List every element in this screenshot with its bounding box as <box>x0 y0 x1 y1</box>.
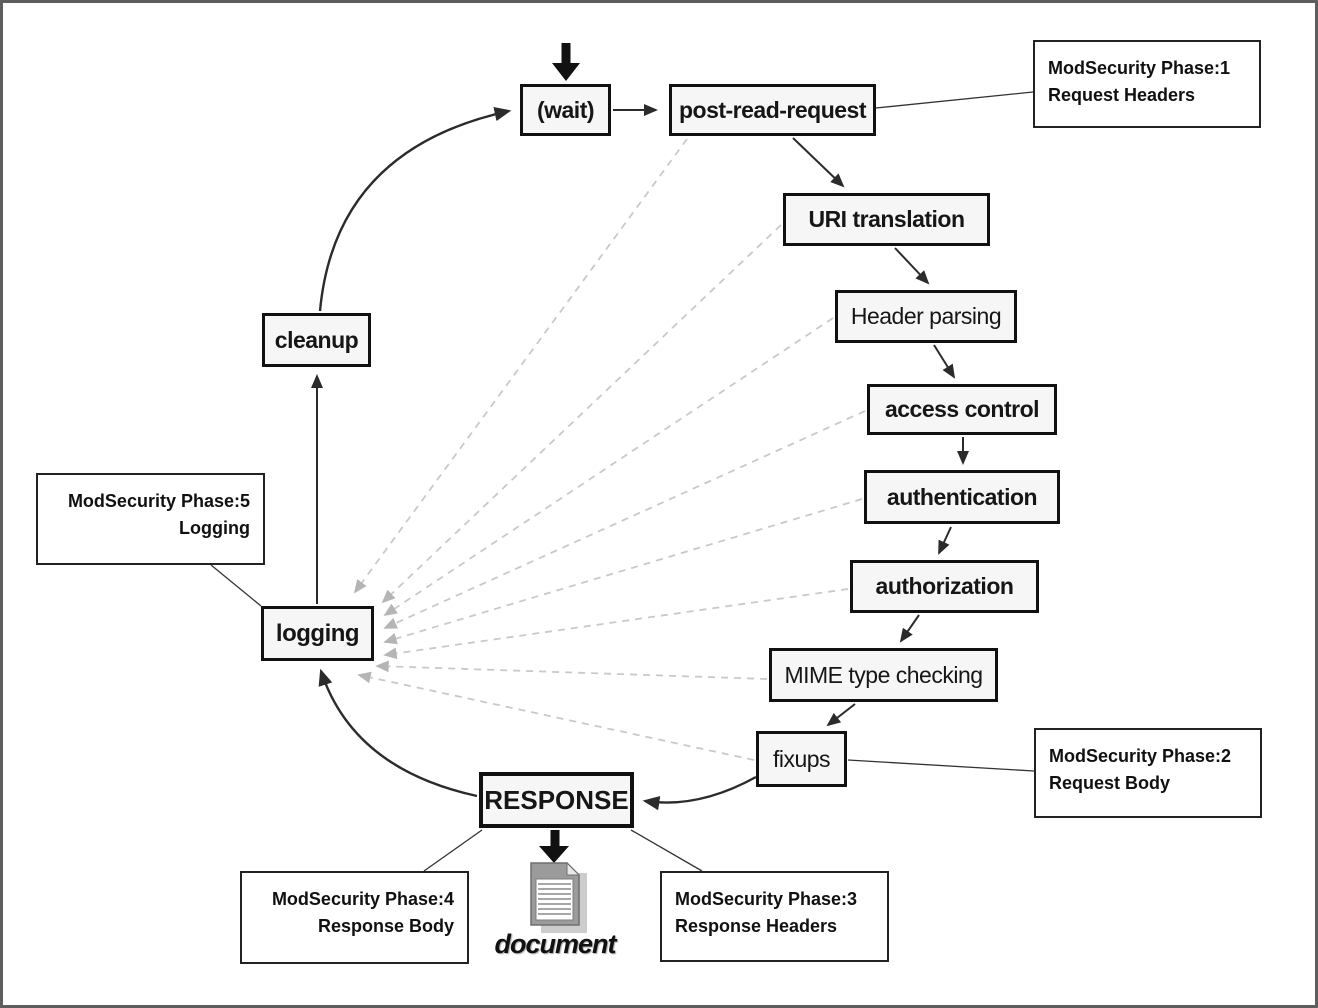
arc-response-to-logging <box>318 668 478 798</box>
dashed-uri-translation-to-logging <box>381 224 782 604</box>
document-icon-text-lines <box>538 883 571 915</box>
callout-modsecurity-phase-3: ModSecurity Phase:3 Response Headers <box>660 871 889 962</box>
node-post-read-request: post-read-request <box>669 84 876 136</box>
dashed-authentication-to-logging <box>383 498 863 645</box>
arrow-mime-type-checking-to-fixups <box>826 703 856 727</box>
node-header-parsing: Header parsing <box>835 290 1017 343</box>
arrow-authorization-to-mime-type-checking <box>899 614 920 643</box>
dashed-logging-links <box>353 138 866 761</box>
document-arrow-head <box>539 846 569 863</box>
callout-modsecurity-phase-4: ModSecurity Phase:4 Response Body <box>240 871 469 964</box>
leader-phase3 <box>630 829 703 872</box>
leader-phase5 <box>210 564 262 607</box>
node-fixups: fixups <box>756 731 847 787</box>
callout-modsecurity-phase-2: ModSecurity Phase:2 Request Body <box>1034 728 1262 818</box>
arc-fixups-to-response <box>642 775 757 811</box>
callout-leader-lines <box>210 91 1035 872</box>
leader-phase2 <box>847 759 1035 772</box>
dashed-post-read-request-to-logging <box>353 138 688 594</box>
dashed-authorization-to-logging <box>383 588 849 660</box>
node-mime-type-checking: MIME type checking <box>769 648 998 702</box>
callout-modsecurity-phase-5: ModSecurity Phase:5 Logging <box>36 473 265 565</box>
document-arrow-shaft <box>550 830 560 847</box>
main-flow-arrows <box>311 104 969 811</box>
dashed-mime-type-checking-to-logging <box>375 660 768 680</box>
node-authentication: authentication <box>864 470 1060 524</box>
connector-layer <box>210 43 1035 872</box>
node-cleanup: cleanup <box>262 313 371 367</box>
callout-modsecurity-phase-1: ModSecurity Phase:1 Request Headers <box>1033 40 1261 128</box>
node-wait: (wait) <box>520 84 611 136</box>
document-icon-fold <box>566 861 581 876</box>
arrow-authentication-to-authorization <box>938 526 952 555</box>
node-authorization: authorization <box>850 560 1039 613</box>
document-icon <box>530 861 587 933</box>
leader-phase4 <box>423 829 483 872</box>
arc-cleanup-to-wait <box>318 107 512 312</box>
thick-arrows <box>539 43 580 863</box>
arrow-post-read-request-to-uri-translation <box>792 137 845 188</box>
entry-arrow-head <box>552 63 580 81</box>
dashed-access-control-to-logging <box>383 410 866 629</box>
node-uri-translation: URI translation <box>783 193 990 246</box>
node-logging: logging <box>261 606 374 661</box>
leader-phase1 <box>875 91 1034 109</box>
dashed-header-parsing-to-logging <box>383 317 834 616</box>
arrow-uri-translation-to-header-parsing <box>894 247 930 285</box>
entry-arrow-shaft <box>561 43 571 64</box>
arrow-header-parsing-to-access-control <box>933 344 956 379</box>
node-response: RESPONSE <box>479 772 634 828</box>
dashed-fixups-to-logging <box>357 671 755 761</box>
document-label: document <box>494 929 616 959</box>
node-access-control: access control <box>867 384 1057 435</box>
